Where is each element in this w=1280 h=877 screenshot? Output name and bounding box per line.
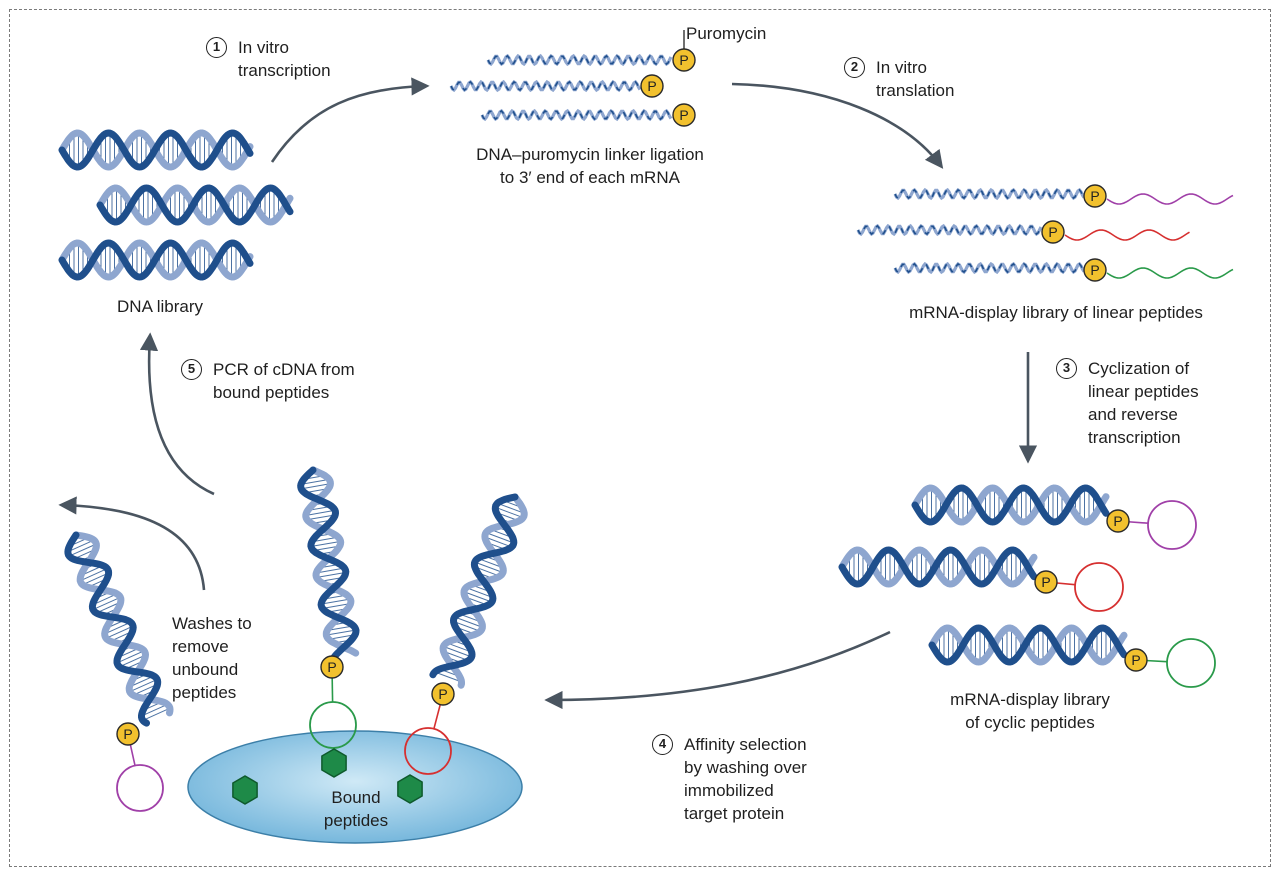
step-4-text: Affinity selection by washing over immob… xyxy=(684,735,807,823)
dna-library-helix-2 xyxy=(96,184,294,226)
arrow-step-2 xyxy=(731,82,944,169)
cyclic-peptide-purple xyxy=(1117,500,1197,550)
svg-text:P: P xyxy=(438,686,447,702)
linear-mrna-2 xyxy=(856,223,1043,237)
step-4-number: 4 xyxy=(652,734,673,755)
bound-cdna-helix-1 xyxy=(297,466,360,661)
unbound-cdna-helix xyxy=(64,531,174,727)
puromycin-label: Puromycin xyxy=(686,24,767,43)
step-2-text: In vitro translation xyxy=(876,58,955,100)
cycle-arrows xyxy=(58,77,1038,710)
arrow-step-5 xyxy=(139,332,215,496)
cyclic-peptide-green xyxy=(1135,638,1216,688)
puromycin-unbound: P xyxy=(116,722,140,746)
dna-library-helix-1 xyxy=(58,129,254,171)
arrow-step-1 xyxy=(270,77,430,163)
dashed-frame xyxy=(9,9,1271,867)
svg-text:P: P xyxy=(647,78,656,94)
svg-text:P: P xyxy=(679,107,688,123)
step-1-number: 1 xyxy=(206,37,227,58)
target-protein-1 xyxy=(232,775,258,805)
puromycin-cyclic-3: P xyxy=(1124,648,1148,672)
step-2-number: 2 xyxy=(844,57,865,78)
linear-peptide-red xyxy=(1064,229,1190,241)
arrow-step-4 xyxy=(544,630,891,710)
svg-text:P: P xyxy=(1131,652,1140,668)
puromycin-2: P xyxy=(640,74,664,98)
mrna-strand-3 xyxy=(480,108,673,122)
puromycin-bound-2: P xyxy=(431,682,455,706)
svg-text:P: P xyxy=(1048,224,1057,240)
puromycin-3: P xyxy=(672,103,696,127)
puromycin-cyclic-1: P xyxy=(1106,509,1130,533)
unbound-cyclic-peptide xyxy=(116,733,164,812)
step-1-text: In vitro transcription xyxy=(238,38,331,80)
linear-mrna-1 xyxy=(893,187,1086,201)
dna-library-helix-3 xyxy=(58,239,254,281)
puromycin-1: P xyxy=(672,48,696,72)
puromycin-linear-1: P xyxy=(1083,184,1107,208)
cyclic-peptide-red xyxy=(1045,562,1124,612)
arrow-washes xyxy=(58,496,206,591)
step-3-text: Cyclization of linear peptides and rever… xyxy=(1088,359,1199,447)
puromycin-bound-1: P xyxy=(320,655,344,679)
target-protein-2 xyxy=(321,748,347,778)
svg-text:P: P xyxy=(1090,262,1099,278)
cyclic-library-label: mRNA-display library of cyclic peptides xyxy=(950,690,1110,732)
dna-library-label: DNA library xyxy=(117,297,203,316)
linear-peptide-purple xyxy=(1106,193,1234,205)
mrna-strand-2 xyxy=(449,79,642,93)
cyclic-dna-2 xyxy=(838,546,1038,588)
linear-mrna-3 xyxy=(893,261,1086,275)
puromycin-linear-2: P xyxy=(1041,220,1065,244)
bound-cdna-helix-2 xyxy=(429,493,528,689)
puromycin-linear-3: P xyxy=(1083,258,1107,282)
svg-text:P: P xyxy=(1041,574,1050,590)
svg-text:P: P xyxy=(1113,513,1122,529)
svg-text:P: P xyxy=(679,52,688,68)
target-protein-3 xyxy=(397,774,423,804)
svg-text:P: P xyxy=(327,659,336,675)
linear-library-label: mRNA-display library of linear peptides xyxy=(909,303,1203,322)
svg-text:P: P xyxy=(1090,188,1099,204)
bound-peptides-label: Bound peptides xyxy=(323,788,389,830)
cyclic-dna-1 xyxy=(911,484,1110,526)
linear-peptide-green xyxy=(1106,267,1234,279)
washes-label: Washes to remove unbound peptides xyxy=(172,614,252,702)
puromycin-cyclic-2: P xyxy=(1034,570,1058,594)
svg-text:P: P xyxy=(123,726,132,742)
step-5-number: 5 xyxy=(181,359,202,380)
step-5-text: PCR of cDNA from bound peptides xyxy=(213,360,355,402)
linker-ligation-label: DNA–puromycin linker ligation to 3′ end … xyxy=(476,145,704,187)
cyclic-dna-3 xyxy=(928,624,1128,666)
step-3-number: 3 xyxy=(1056,358,1077,379)
mrna-strand-1 xyxy=(486,53,673,67)
